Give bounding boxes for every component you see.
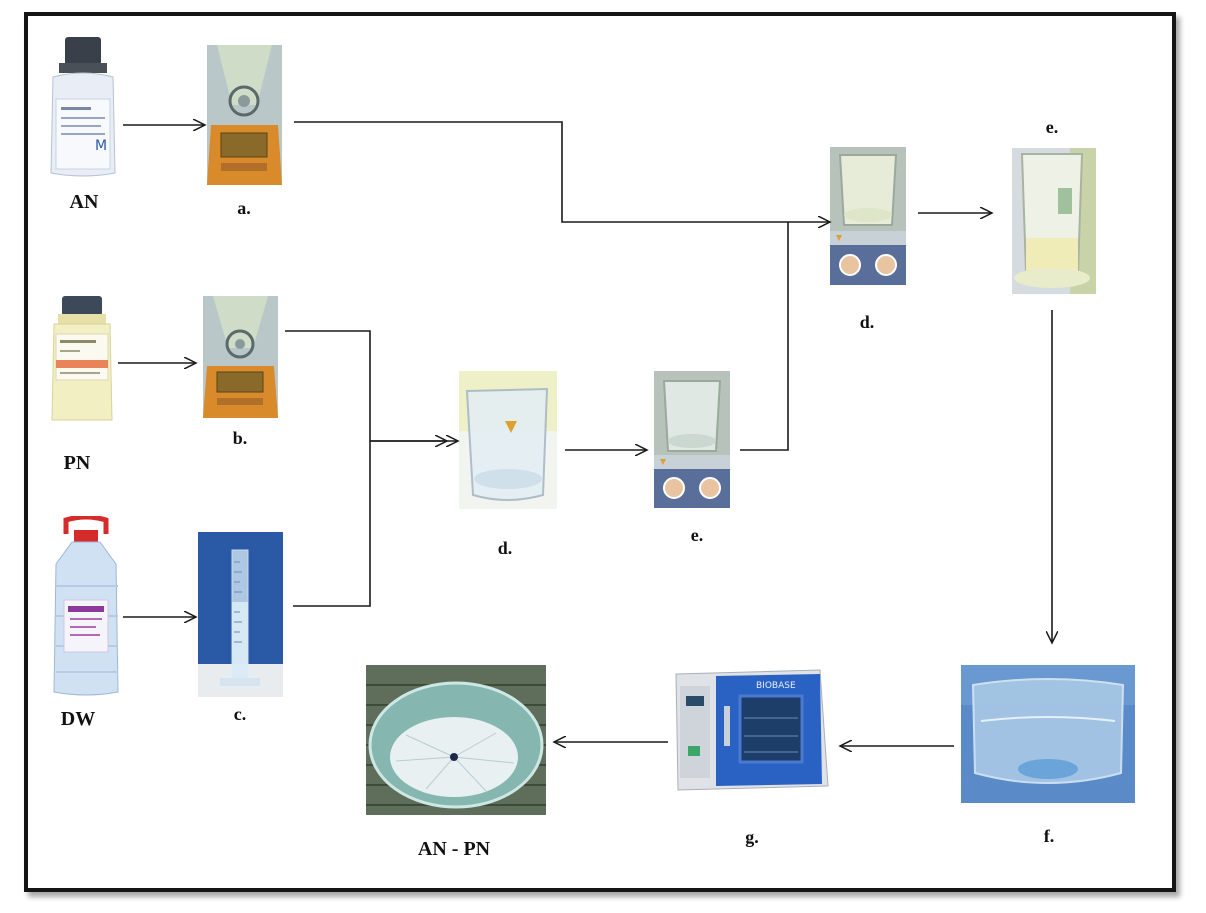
label-d-top: d.	[859, 312, 875, 332]
product-dish-photo	[366, 665, 546, 815]
beaker-e-top-photo	[1012, 148, 1096, 294]
balance-b-photo	[203, 296, 278, 418]
svg-text:M: M	[95, 138, 107, 154]
pn-bottle-photo	[50, 296, 114, 422]
label-pn: PN	[63, 452, 91, 474]
label-e-mid: e.	[690, 525, 704, 545]
oven-brand-text: BIOBASE	[756, 681, 796, 691]
balance-a-photo	[207, 45, 282, 185]
label-dw: DW	[60, 708, 96, 730]
label-product: AN - PN	[417, 838, 491, 860]
graduated-cylinder-photo	[198, 532, 283, 697]
petri-f-photo	[961, 665, 1135, 803]
label-b: b.	[232, 428, 248, 448]
label-c: c.	[233, 704, 247, 724]
dw-bottle-photo	[50, 516, 122, 698]
an-bottle-photo: M	[47, 37, 119, 179]
label-d-mid: d.	[497, 538, 513, 558]
beaker-d-mid-photo	[459, 371, 557, 509]
label-an: AN	[69, 191, 99, 213]
label-a: a.	[237, 198, 251, 218]
stirrer-e-mid-photo	[654, 371, 730, 508]
label-f: f.	[1043, 826, 1055, 846]
label-g: g.	[745, 827, 759, 847]
drying-oven-photo: BIOBASE	[670, 666, 833, 798]
stirrer-d-top-photo	[830, 147, 906, 285]
label-e-top: e.	[1045, 117, 1059, 137]
